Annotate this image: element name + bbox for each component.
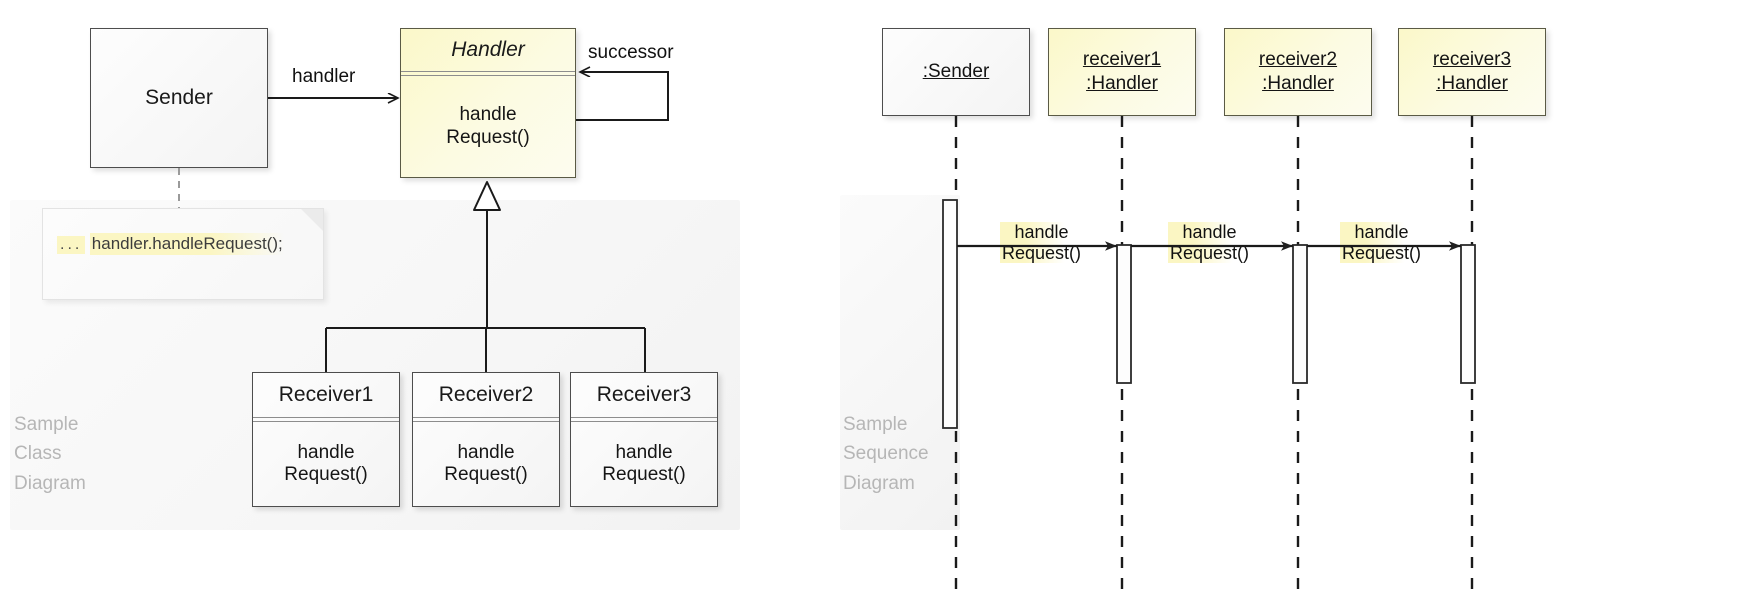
receiver2-header: Receiver2 xyxy=(413,373,559,417)
class-name-sender: Sender xyxy=(145,85,213,109)
lifeline-head-receiver1[interactable]: receiver1 :Handler xyxy=(1048,28,1196,116)
handler-header: Handler xyxy=(401,29,575,71)
class-box-handler[interactable]: Handler handle Request() xyxy=(400,28,576,178)
lifeline-head-receiver2[interactable]: receiver2 :Handler xyxy=(1224,28,1372,116)
receiver1-operations: handle Request() xyxy=(284,441,368,485)
lifeline-label-receiver2-instance: receiver2 xyxy=(1258,48,1338,70)
receiver3-operations-compartment: handle Request() xyxy=(571,422,717,506)
note-content: ... handler.handleRequest(); xyxy=(43,209,323,255)
sequence-diagram-panel: Sample Sequence Diagram xyxy=(820,0,1750,598)
handler-operations-compartment: handle Request() xyxy=(401,76,575,177)
sequence-panel-background xyxy=(840,195,960,530)
class-name-receiver2: Receiver2 xyxy=(438,382,534,406)
class-box-receiver3[interactable]: Receiver3 handle Request() xyxy=(570,372,718,507)
receiver1-divider xyxy=(253,417,399,422)
lifeline-label-receiver1-instance: receiver1 xyxy=(1082,48,1162,70)
class-diagram-panel: Sender Handler handle Request() Receiver… xyxy=(0,0,820,598)
uml-note[interactable]: ... handler.handleRequest(); xyxy=(42,208,324,300)
note-ellipsis: ... xyxy=(57,236,86,254)
watermark-sequence-diagram: Sample Sequence Diagram xyxy=(843,414,929,494)
association-label-successor: successor xyxy=(588,42,674,63)
handler-divider xyxy=(401,71,575,76)
receiver3-header: Receiver3 xyxy=(571,373,717,417)
receiver2-divider xyxy=(413,417,559,422)
note-fold-corner xyxy=(301,209,323,231)
lifeline-label-receiver3-class: :Handler xyxy=(1436,73,1508,94)
class-box-receiver1[interactable]: Receiver1 handle Request() xyxy=(252,372,400,507)
lifeline-label-receiver3-instance: receiver3 xyxy=(1432,48,1512,70)
receiver3-operations: handle Request() xyxy=(602,441,686,485)
receiver1-operations-compartment: handle Request() xyxy=(253,422,399,506)
receiver3-divider xyxy=(571,417,717,422)
class-name-receiver3: Receiver3 xyxy=(596,382,692,406)
message-label-1: handle Request() xyxy=(1000,222,1084,264)
lifeline-head-receiver3[interactable]: receiver3 :Handler xyxy=(1398,28,1546,116)
message-label-2: handle Request() xyxy=(1168,222,1252,264)
receiver1-header: Receiver1 xyxy=(253,373,399,417)
association-label-handler: handler xyxy=(292,66,356,87)
class-name-receiver1: Receiver1 xyxy=(278,382,374,406)
class-name-handler: Handler xyxy=(451,37,525,61)
lifeline-label-receiver1-class: :Handler xyxy=(1086,73,1158,94)
message-label-3: handle Request() xyxy=(1340,222,1424,264)
lifeline-head-sender[interactable]: :Sender xyxy=(882,28,1030,116)
handler-operations: handle Request() xyxy=(446,104,530,148)
note-code-text: handler.handleRequest(); xyxy=(89,233,285,255)
receiver2-operations: handle Request() xyxy=(444,441,528,485)
lifeline-label-sender: :Sender xyxy=(922,60,990,82)
class-box-receiver2[interactable]: Receiver2 handle Request() xyxy=(412,372,560,507)
receiver2-operations-compartment: handle Request() xyxy=(413,422,559,506)
class-box-sender[interactable]: Sender xyxy=(90,28,268,168)
watermark-class-diagram: Sample Class Diagram xyxy=(14,414,86,494)
lifeline-label-receiver2-class: :Handler xyxy=(1262,73,1334,94)
